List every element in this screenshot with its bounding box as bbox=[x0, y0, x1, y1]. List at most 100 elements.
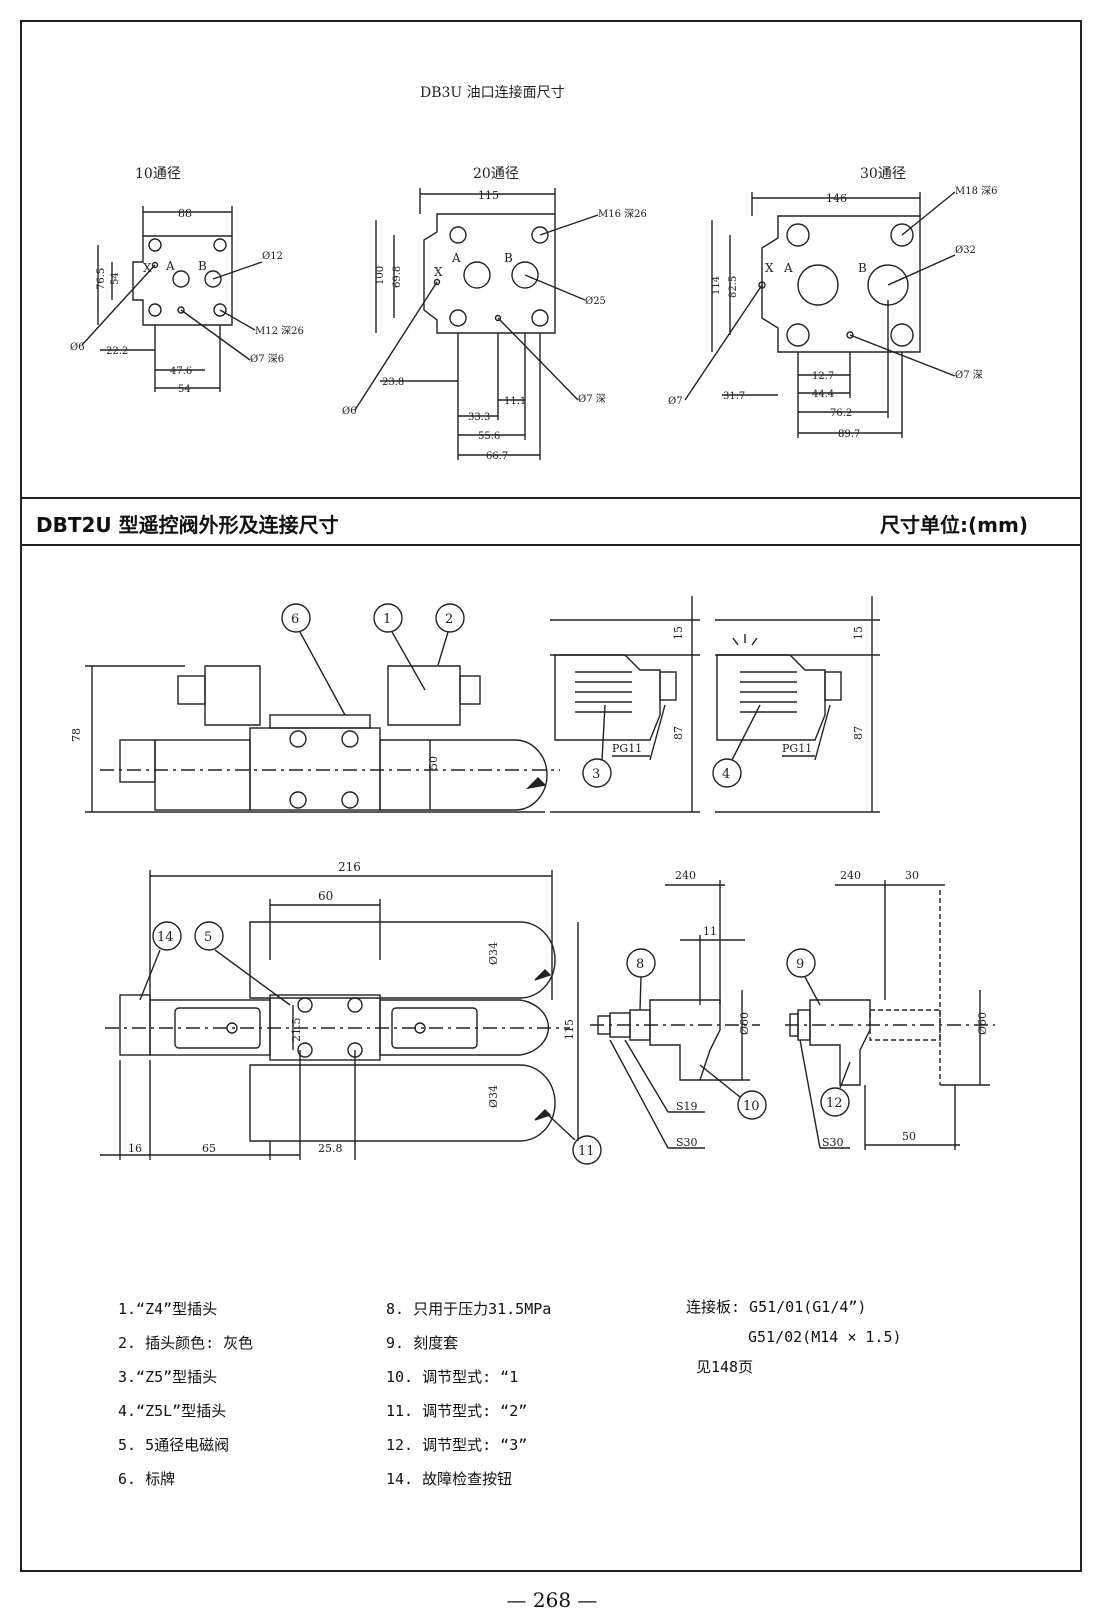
view-30: 30通径 X A B 146 114 82.5 M18 深6 Ø32 Ø7 Ø7… bbox=[668, 166, 998, 440]
dim-h1: 100 bbox=[375, 266, 386, 285]
note-item: 6. 标牌 bbox=[118, 1470, 176, 1488]
note-item: 5. 5通径电磁阀 bbox=[118, 1436, 230, 1454]
notes-col-1: 1.“Z4”型插头 2. 插头颜色: 灰色 3.“Z5”型插头 4.“Z5L”型… bbox=[118, 1292, 253, 1496]
note-item: 14. 故障检查按钮 bbox=[386, 1470, 513, 1488]
dim-len2: 50 bbox=[902, 1130, 916, 1143]
view-label: 30通径 bbox=[860, 166, 906, 182]
note-item: 4.“Z5L”型插头 bbox=[118, 1402, 227, 1420]
dim-bolt: M16 深26 bbox=[598, 208, 647, 220]
plug-z5: 15 87 PG11 3 bbox=[550, 596, 700, 813]
dim-h1: 15 bbox=[852, 626, 865, 640]
callout-6: 6 bbox=[291, 612, 299, 627]
dim-x1: 22.2 bbox=[106, 346, 128, 357]
dim-x2: 12.7 bbox=[812, 371, 834, 382]
dim-h2: 87 bbox=[852, 726, 865, 740]
notes-col-2: 8. 只用于压力31.5MPa 9. 刻度套 10. 调节型式: “1 11. … bbox=[386, 1292, 551, 1496]
port-b: B bbox=[198, 259, 207, 273]
callout-10: 10 bbox=[743, 1099, 760, 1114]
dim-len: 240 bbox=[840, 869, 861, 882]
dim-pilot: Ø6 bbox=[342, 406, 357, 417]
dim-bolt: M18 深6 bbox=[955, 185, 998, 197]
dim-x1: 23.8 bbox=[382, 377, 404, 388]
note-item: 8. 只用于压力31.5MPa bbox=[386, 1300, 552, 1318]
callout-14: 14 bbox=[157, 930, 174, 945]
dim-s30: S30 bbox=[676, 1136, 698, 1149]
dim-s30: S30 bbox=[822, 1136, 844, 1149]
front-view: 78 50 6 1 2 bbox=[70, 603, 560, 813]
section-divider-bottom bbox=[20, 544, 1082, 546]
view-20: 20通径 X A B 115 100 69.8 M16 深26 Ø25 Ø6 Ø… bbox=[342, 166, 647, 462]
dim-pin: Ø7 深 bbox=[578, 393, 606, 405]
callout-2: 2 bbox=[445, 612, 453, 627]
dim-h1: 114 bbox=[711, 276, 722, 295]
view-10: 10通径 X A B 88 76.5 54 Ø12 Ø6 M12 深26 Ø7 … bbox=[70, 166, 304, 395]
dim-x5: 66.7 bbox=[486, 451, 508, 462]
dim-x4: 55.6 bbox=[478, 431, 500, 442]
note-item: 连接板: G51/01(G1/4”) bbox=[686, 1298, 867, 1316]
dim-h2: 54 bbox=[110, 272, 121, 285]
callout-4: 4 bbox=[722, 767, 730, 782]
dim-x5: 89.7 bbox=[838, 429, 860, 440]
top-title: DB3U 油口连接面尺寸 bbox=[420, 84, 565, 101]
port-x: X bbox=[765, 261, 774, 275]
dim-x1: 31.7 bbox=[723, 391, 745, 402]
port-x: X bbox=[434, 265, 443, 279]
dim-offset: 65 bbox=[202, 1142, 216, 1155]
note-item: 见148页 bbox=[696, 1358, 754, 1376]
dim-h1: 15 bbox=[672, 626, 685, 640]
dim-height: 115 bbox=[563, 1019, 576, 1040]
dim-dia2: Ø34 bbox=[487, 1085, 500, 1108]
callout-3: 3 bbox=[592, 767, 600, 782]
page-number: — 268 — bbox=[506, 1588, 598, 1612]
dim-11: 11 bbox=[703, 925, 717, 938]
dim-width: 146 bbox=[826, 192, 847, 205]
page-frame bbox=[20, 20, 1082, 1572]
callout-8: 8 bbox=[636, 957, 644, 972]
note-item: G51/02(M14 × 1.5) bbox=[748, 1328, 902, 1346]
section-divider-top bbox=[20, 497, 1082, 499]
view-label: 20通径 bbox=[473, 166, 519, 182]
thread-label: PG11 bbox=[612, 742, 642, 755]
dim-x2: 47.6 bbox=[170, 366, 192, 377]
dim-length: 216 bbox=[338, 860, 361, 874]
port-b: B bbox=[858, 261, 867, 275]
note-item: 1.“Z4”型插头 bbox=[118, 1300, 218, 1318]
note-item: 10. 调节型式: “1 bbox=[386, 1368, 519, 1386]
dim-h2: 82.5 bbox=[728, 276, 739, 298]
port-a: A bbox=[165, 259, 175, 273]
port-x: X bbox=[143, 261, 152, 275]
dim-h2: 69.8 bbox=[392, 266, 403, 288]
dim-x3: 54 bbox=[178, 384, 191, 395]
note-item: 11. 调节型式: “2” bbox=[386, 1402, 528, 1420]
note-item: 3.“Z5”型插头 bbox=[118, 1368, 218, 1386]
dim-x3: 44.4 bbox=[812, 389, 834, 400]
callout-11: 11 bbox=[578, 1144, 595, 1159]
callout-1: 1 bbox=[383, 612, 391, 627]
side-view-2: 240 30 Ø60 9 S30 12 50 bbox=[785, 869, 995, 1150]
unit-label: 尺寸单位:(mm) bbox=[880, 513, 1028, 537]
dim-pin: Ø7 深6 bbox=[250, 353, 284, 365]
dim-width: 88 bbox=[178, 207, 192, 220]
section-title: DBT2U 型遥控阀外形及连接尺寸 bbox=[36, 513, 339, 537]
dim-gap: 21.5 bbox=[290, 1018, 303, 1043]
dim-h-total: 78 bbox=[70, 728, 83, 742]
note-item: 12. 调节型式: “3” bbox=[386, 1436, 528, 1454]
dim-bolt: M12 深26 bbox=[255, 325, 304, 337]
dim-pin: Ø7 深 bbox=[955, 369, 983, 381]
port-a: A bbox=[783, 261, 793, 275]
dim-dia: Ø34 bbox=[487, 942, 500, 965]
dim-x3: 33.3 bbox=[468, 412, 490, 423]
dim-dia: Ø60 bbox=[976, 1012, 989, 1035]
thread-label: PG11 bbox=[782, 742, 812, 755]
dim-x2: 11.1 bbox=[504, 396, 526, 407]
dim-pilot: Ø6 bbox=[70, 342, 85, 353]
port-b: B bbox=[504, 251, 513, 265]
view-label: 10通径 bbox=[135, 166, 181, 182]
dim-s19: S19 bbox=[676, 1100, 698, 1113]
plug-z5l: 15 87 PG11 4 bbox=[712, 596, 880, 813]
dim-30: 30 bbox=[905, 869, 919, 882]
plan-view: 216 60 Ø34 Ø34 115 21.5 16 65 25.8 14 5 … bbox=[100, 860, 602, 1165]
dim-h1: 76.5 bbox=[96, 268, 107, 290]
dim-pilot: Ø7 bbox=[668, 396, 683, 407]
